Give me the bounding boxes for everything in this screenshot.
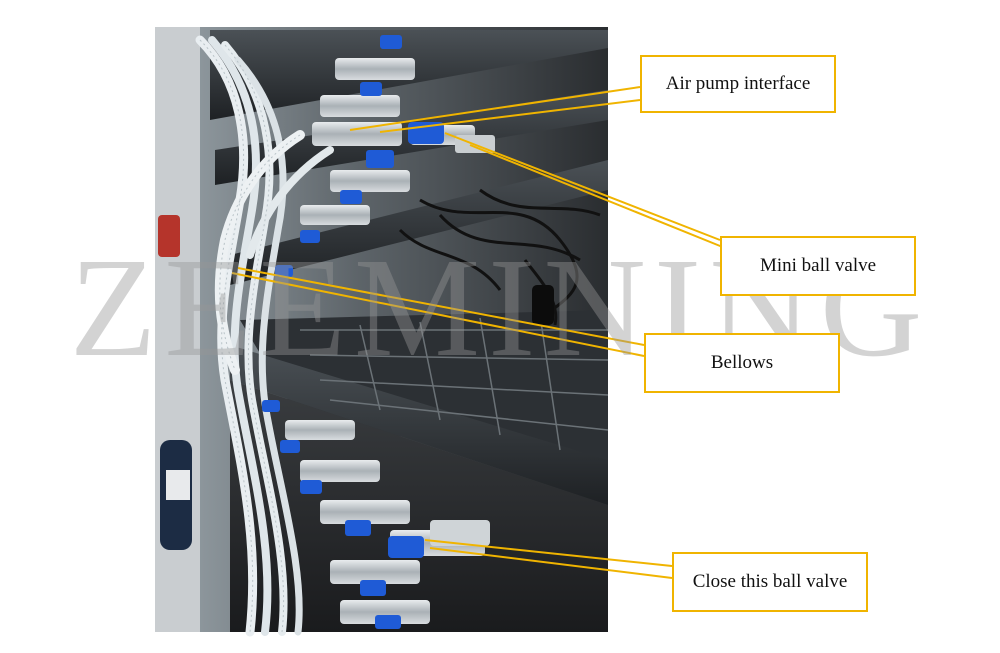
leader-lines	[231, 86, 731, 579]
lower-blue-valves	[262, 400, 424, 629]
callout-mini-ball-valve: Mini ball valve	[720, 236, 916, 296]
callout-bellows: Bellows	[644, 333, 840, 393]
cables	[398, 188, 601, 326]
bellows-ribs	[199, 39, 301, 633]
callout-close-valve-label: Close this ball valve	[692, 571, 848, 592]
callout-bellows-label: Bellows	[710, 352, 774, 373]
leader-close-valve-1	[424, 539, 673, 567]
leader-bellows-1	[237, 267, 645, 346]
wire-tray	[240, 310, 608, 470]
cable-connector	[532, 285, 554, 325]
wire-mesh	[300, 314, 609, 451]
callout-air-pump-interface: Air pump interface	[640, 55, 836, 113]
lower-fittings	[285, 420, 490, 624]
leader-air-pump-2	[379, 99, 641, 133]
leader-mini-valve-1	[444, 132, 721, 241]
leader-air-pump-1	[349, 86, 641, 131]
rack-shelf-lower	[230, 345, 608, 505]
callout-close-ball-valve: Close this ball valve	[672, 552, 868, 612]
callout-air-pump-label: Air pump interface	[665, 73, 811, 94]
rack-shelf-middle	[230, 160, 608, 285]
leader-mini-valve-2	[469, 144, 731, 251]
callout-mini-valve-label: Mini ball valve	[759, 255, 877, 276]
red-equipment	[158, 215, 180, 257]
leader-close-valve-2	[429, 547, 673, 579]
leader-bellows-2	[231, 272, 645, 357]
floor-plate	[230, 380, 608, 632]
